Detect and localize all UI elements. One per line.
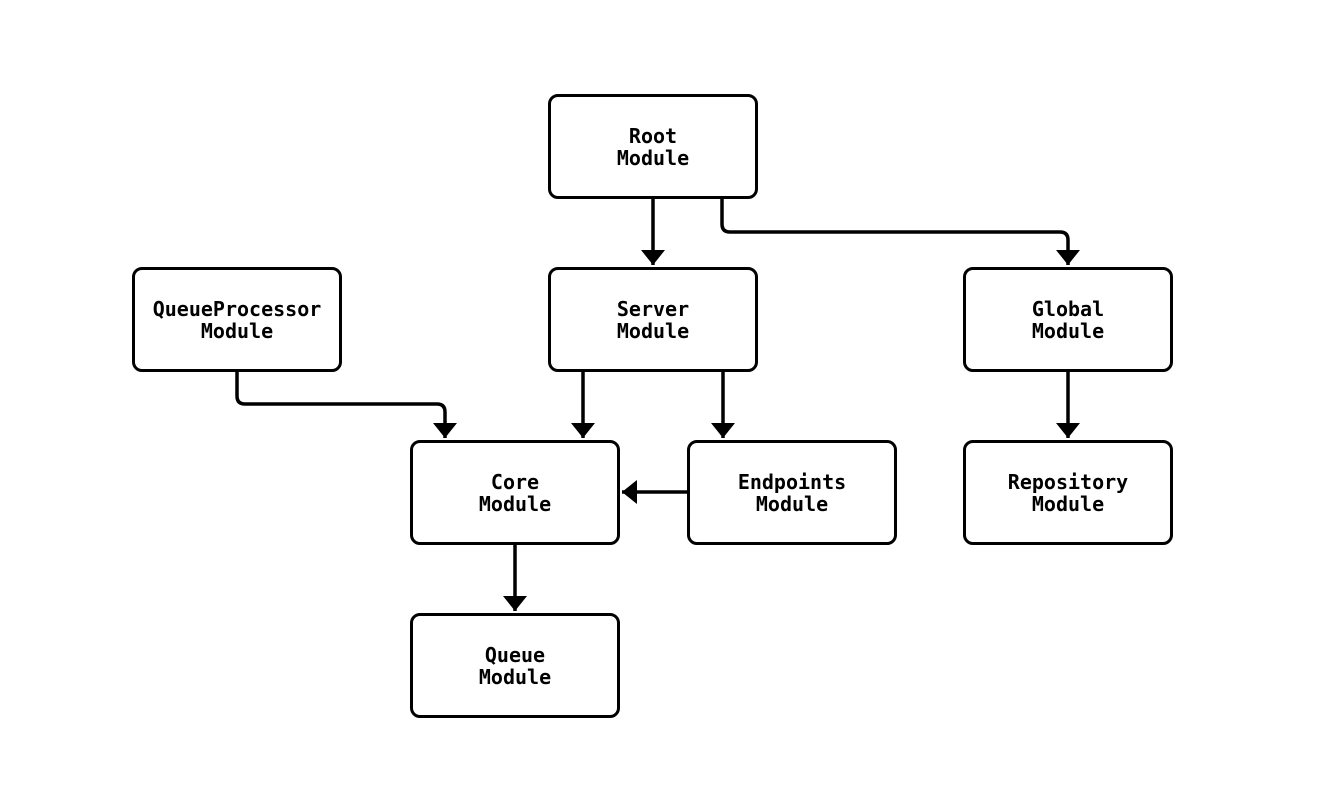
node-subtitle: Module [616, 318, 690, 343]
node-global-module: Global Module [963, 267, 1173, 372]
edge-root-to-global [720, 199, 1080, 265]
node-title: Core [490, 469, 540, 494]
node-subtitle: Module [478, 491, 552, 516]
node-server-module: Server Module [548, 267, 758, 372]
node-subtitle: Module [1031, 491, 1105, 516]
node-title: Repository [1007, 469, 1129, 494]
edge-queueprocessor-to-core [235, 372, 457, 438]
node-subtitle: Module [1031, 318, 1105, 343]
node-title: Global [1031, 296, 1105, 321]
node-title: QueueProcessor [152, 296, 322, 321]
node-title: Root [628, 123, 678, 148]
node-root-module: Root Module [548, 94, 758, 199]
node-subtitle: Module [200, 318, 274, 343]
node-queue-module: Queue Module [410, 613, 620, 718]
node-queueprocessor-module: QueueProcessor Module [132, 267, 342, 372]
node-title: Server [616, 296, 690, 321]
node-title: Endpoints [737, 469, 847, 494]
node-subtitle: Module [616, 145, 690, 170]
node-subtitle: Module [755, 491, 829, 516]
node-repository-module: Repository Module [963, 440, 1173, 545]
node-endpoints-module: Endpoints Module [687, 440, 897, 545]
node-core-module: Core Module [410, 440, 620, 545]
node-subtitle: Module [478, 664, 552, 689]
node-title: Queue [484, 642, 546, 667]
